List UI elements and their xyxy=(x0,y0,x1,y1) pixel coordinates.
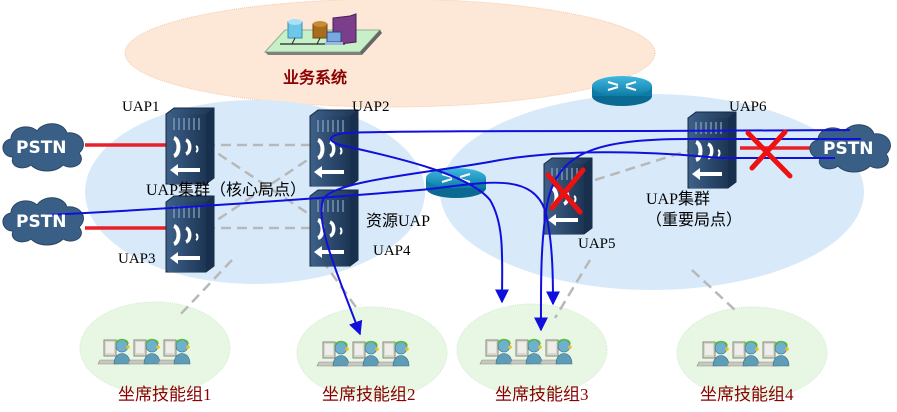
pstn-label-3: PSTN xyxy=(823,139,874,159)
agent-group-label-3: 坐席技能组3 xyxy=(495,385,589,404)
resource-uap-label: 资源UAP xyxy=(366,213,431,230)
uap1-label: UAP1 xyxy=(122,99,160,115)
agent-group-icon-4 xyxy=(696,340,790,367)
agent-group-label-1: 坐席技能组1 xyxy=(118,385,212,404)
uap2-label: UAP2 xyxy=(352,99,390,115)
agent-group-icon-3 xyxy=(479,338,573,365)
pstn-links xyxy=(85,143,815,230)
pstn-label-2: PSTN xyxy=(16,212,67,232)
uap4-device-icon xyxy=(308,188,360,268)
uap6-device-icon xyxy=(686,110,738,190)
important-cluster-label-line1: UAP集群 xyxy=(646,191,711,208)
uap5-label: UAP5 xyxy=(578,236,616,252)
agent-group-icon-2 xyxy=(316,340,410,367)
router-icon-top xyxy=(591,75,653,107)
failure-mark-uap6-pstn-link xyxy=(745,129,793,179)
uap4-label: UAP4 xyxy=(373,243,411,259)
failure-mark-uap5 xyxy=(545,167,586,215)
agent-group-label-2: 坐席技能组2 xyxy=(322,385,416,404)
uap1-device-icon xyxy=(164,106,216,186)
important-cluster-label-line2: （重要局点） xyxy=(646,212,743,229)
uap3-label: UAP3 xyxy=(118,251,156,267)
uap6-label: UAP6 xyxy=(729,99,767,115)
call-routes xyxy=(44,129,861,336)
business-system-icon xyxy=(263,13,382,55)
business-system-label: 业务系统 xyxy=(283,70,348,87)
business-system-zone xyxy=(124,0,656,108)
agent-group-label-4: 坐席技能组4 xyxy=(700,385,794,404)
pstn-label-1: PSTN xyxy=(16,138,67,158)
internal-links xyxy=(176,143,736,319)
agent-group-icon-1 xyxy=(97,338,191,365)
core-cluster-label: UAP集群（核心局点） xyxy=(146,182,307,199)
